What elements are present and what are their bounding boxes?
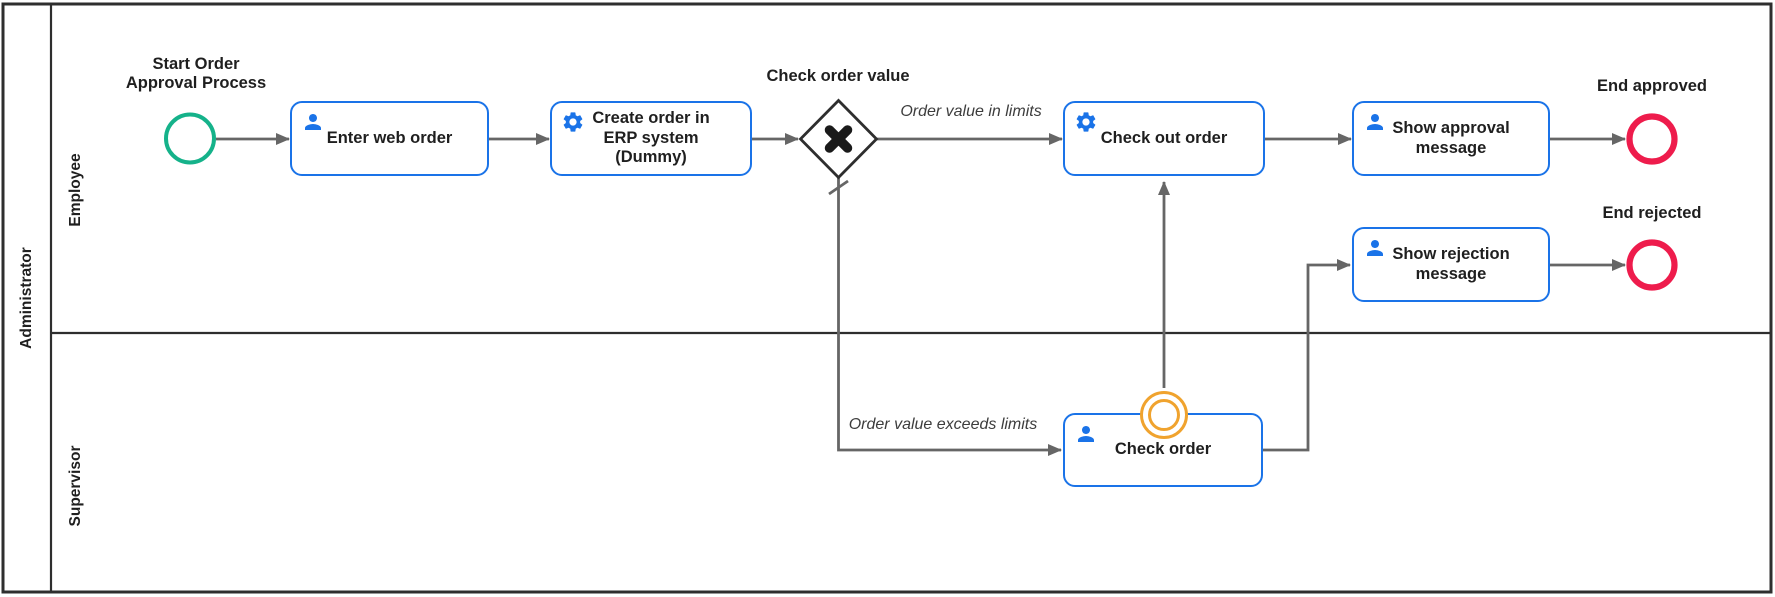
end-approved-label: End approved [1596, 77, 1707, 95]
gear-icon [1076, 112, 1096, 132]
task-label: Enter web order [326, 128, 453, 147]
end-event-approved-circle[interactable] [1626, 113, 1678, 165]
gear-icon [563, 112, 583, 132]
task-show-rejection-message[interactable]: Show rejection message [1352, 227, 1550, 302]
task-create-order-erp[interactable]: Create order in ERP system (Dummy) [550, 101, 752, 176]
end-event-rejected-circle[interactable] [1626, 239, 1678, 291]
start-event-label: Start Order Approval Process [125, 54, 267, 93]
exclusive-x-icon [824, 125, 853, 153]
task-enter-web-order[interactable]: Enter web order [290, 101, 489, 176]
user-icon [1367, 114, 1383, 130]
task-label: Show rejection message [1392, 245, 1510, 283]
end-rejected-label: End rejected [1602, 204, 1702, 222]
flow-check-order-to-show-rejection[interactable] [1263, 259, 1351, 452]
flow-label-exceeds-limits: Order value exceeds limits [848, 416, 1038, 433]
start-event-circle[interactable] [164, 112, 216, 165]
user-icon [1078, 426, 1094, 442]
task-check-out-order[interactable]: Check out order [1063, 101, 1265, 176]
pool-label-administrator: Administrator [18, 247, 35, 349]
flow-order-value-exceeds-limits[interactable] [837, 178, 1062, 456]
flow-label-in-limits: Order value in limits [900, 103, 1042, 120]
user-icon [305, 114, 321, 130]
task-label: Show approval message [1392, 119, 1510, 157]
task-label: Check order [1114, 440, 1212, 459]
exclusive-gateway[interactable] [798, 98, 879, 180]
lane-label-supervisor: Supervisor [67, 445, 84, 527]
gateway-label: Check order value [766, 67, 910, 85]
lane-label-employee: Employee [67, 153, 84, 227]
task-label: Create order in ERP system (Dummy) [592, 109, 710, 167]
default-flow-slash-marker [828, 179, 849, 196]
task-label: Check out order [1100, 128, 1228, 147]
boundary-event[interactable] [1140, 391, 1188, 439]
task-show-approval-message[interactable]: Show approval message [1352, 101, 1550, 176]
user-icon [1367, 240, 1383, 256]
boundary-event-inner-ring [1148, 399, 1180, 431]
